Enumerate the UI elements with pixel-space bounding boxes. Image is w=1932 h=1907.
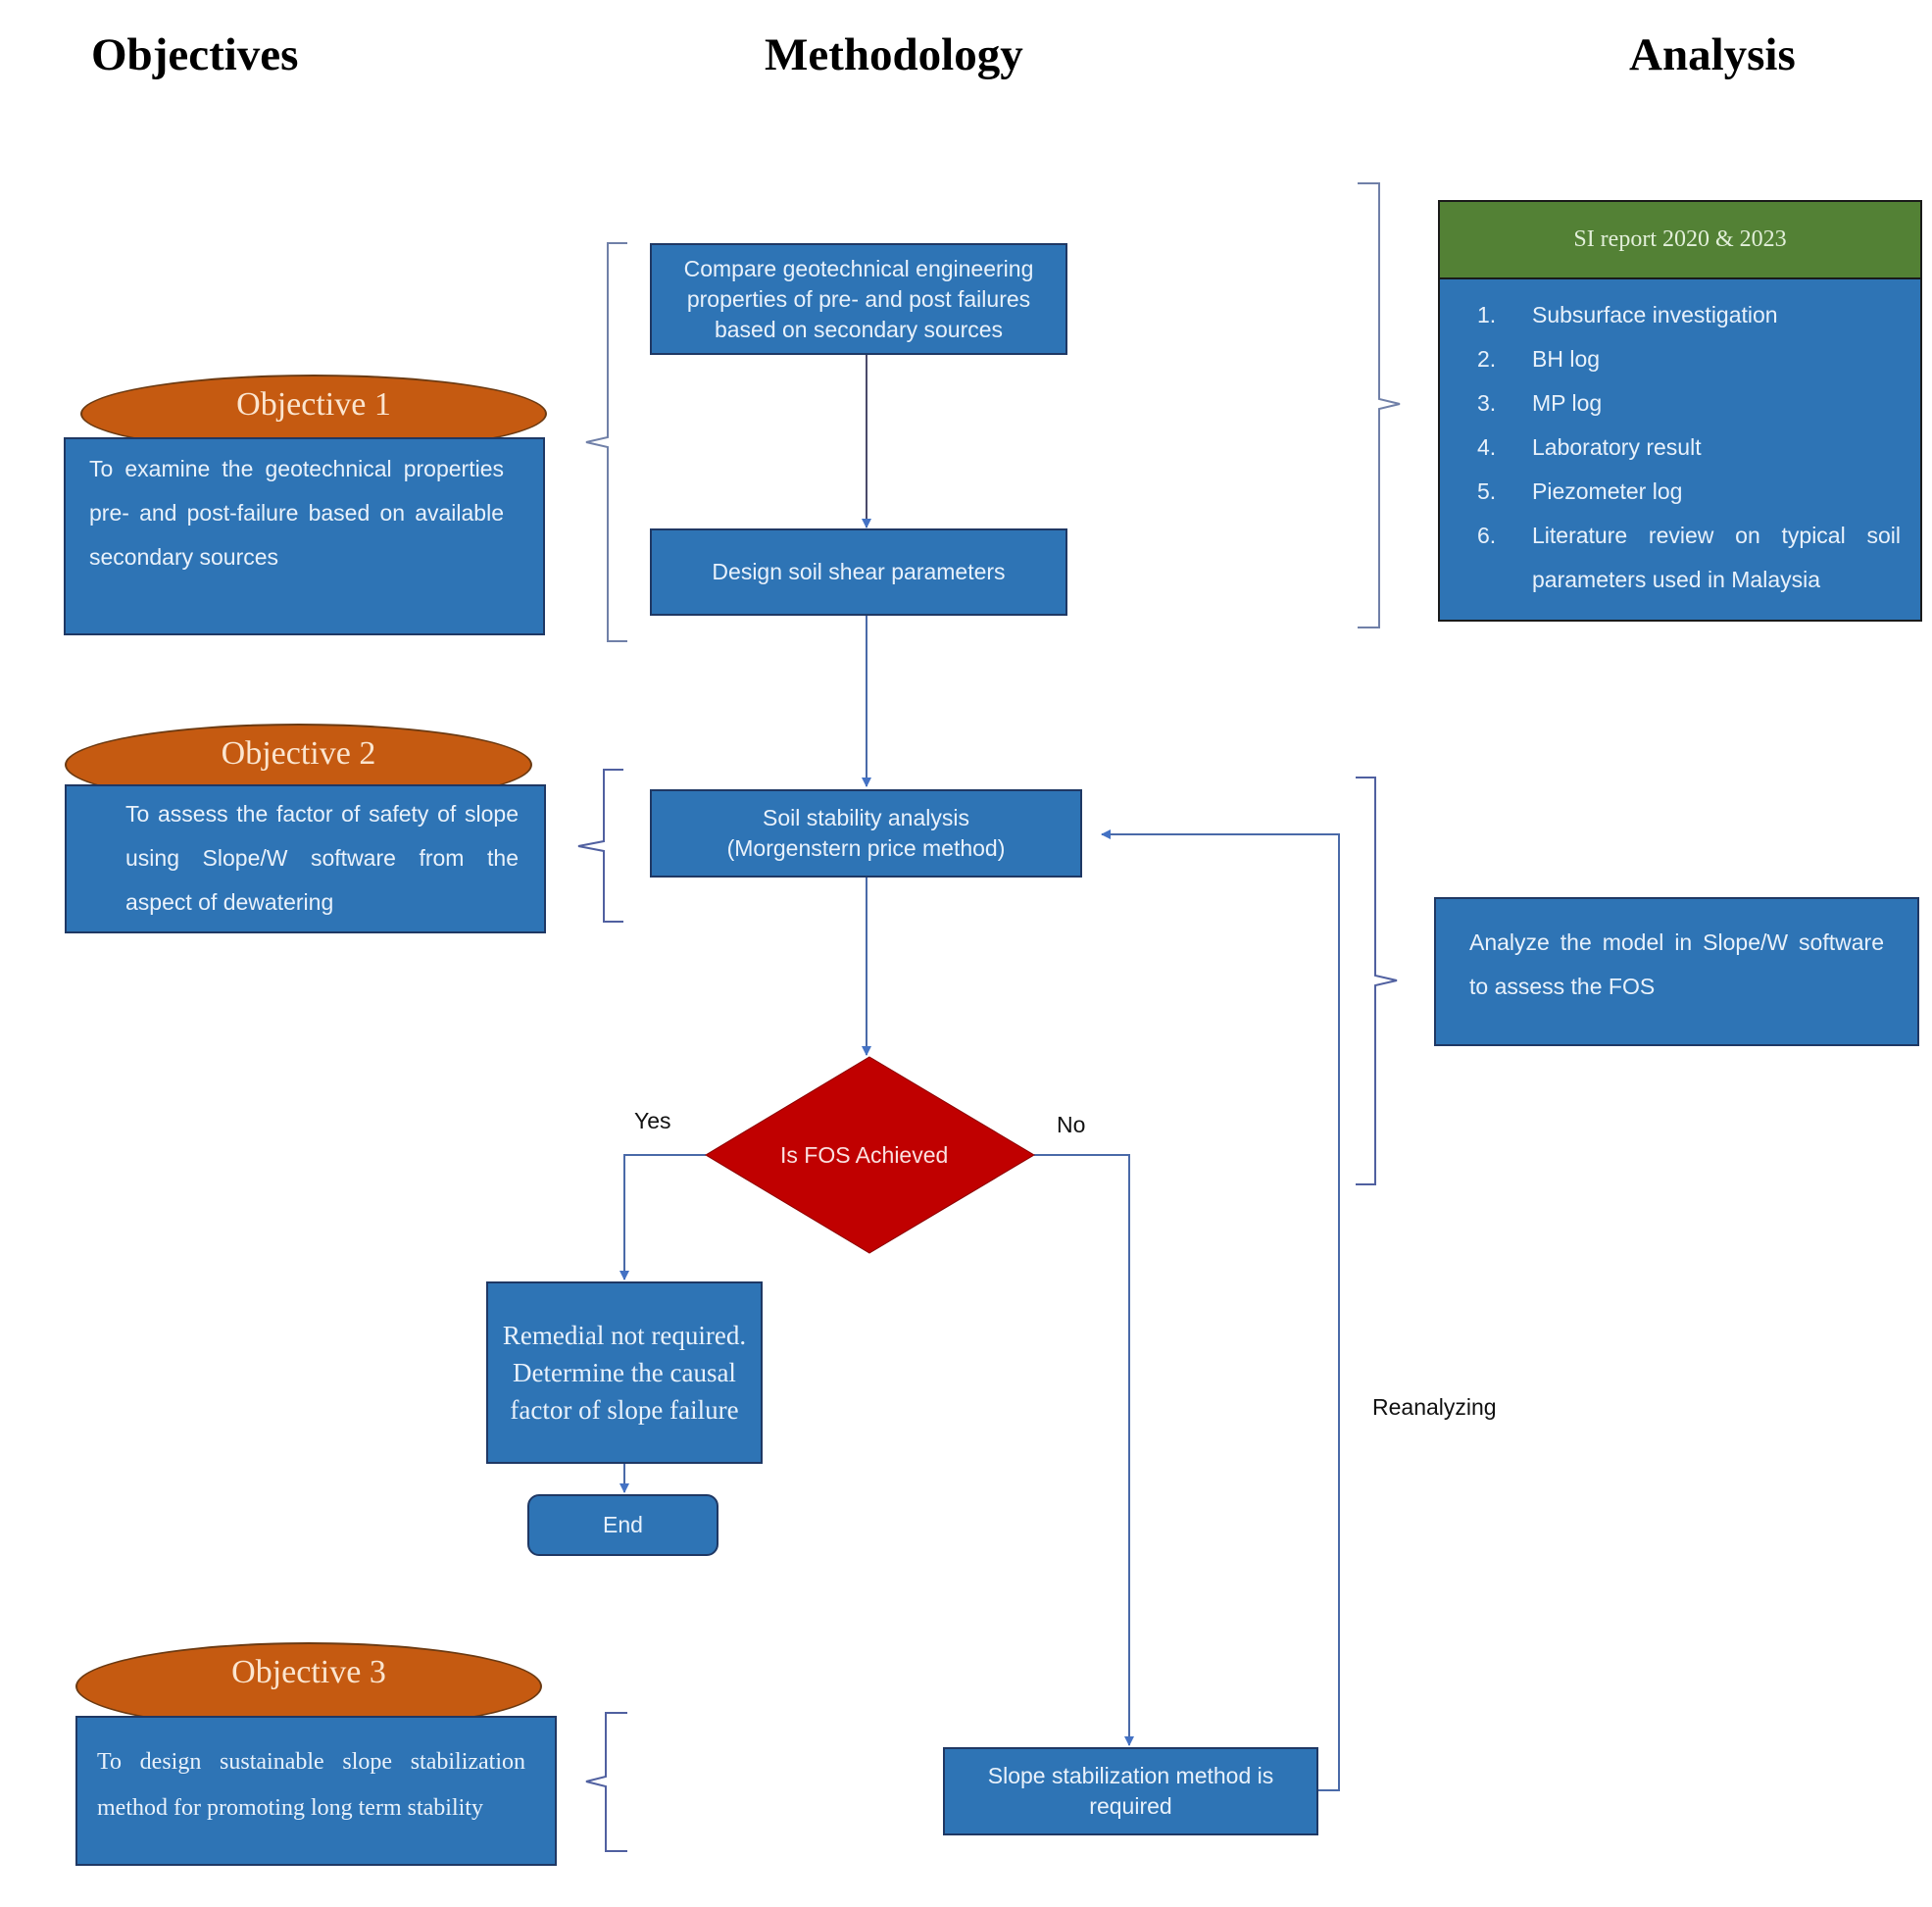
no-label: No <box>1057 1112 1086 1137</box>
si-report-item: 4.Laboratory result <box>1477 434 1702 460</box>
design-parameters-box: Design soil shear parameters <box>650 528 1067 616</box>
compare-properties-box: Compare geotechnical engineering propert… <box>650 243 1067 355</box>
end-terminal: End <box>527 1494 718 1556</box>
stability-analysis-box: Soil stability analysis (Morgenstern pri… <box>650 789 1082 878</box>
si-report-item: 2.BH log <box>1477 346 1601 372</box>
compare-properties-text: Compare geotechnical engineering propert… <box>683 255 1034 342</box>
objective-3-box: To design sustainable slope stabilizatio… <box>75 1716 557 1866</box>
stability-analysis-text: Soil stability analysis (Morgenstern pri… <box>727 803 1006 864</box>
si-report-list: 1.Subsurface investigation 2.BH log 3.MP… <box>1440 279 1920 602</box>
si-report-item: 5.Piezometer log <box>1477 478 1683 504</box>
remedial-box: Remedial not required. Determine the cau… <box>486 1281 763 1464</box>
stability-line-2: (Morgenstern price method) <box>726 835 1006 861</box>
decision-label: Is FOS Achieved <box>780 1142 949 1168</box>
design-parameters-text: Design soil shear parameters <box>712 559 1006 584</box>
stabilization-required-text: Slope stabilization method is required <box>987 1763 1274 1819</box>
si-report-panel: SI report 2020 & 2023 1.Subsurface inves… <box>1438 200 1922 622</box>
heading-analysis: Analysis <box>1629 29 1796 80</box>
objective-2-box: To assess the factor of safety of slope … <box>65 784 546 933</box>
bracket-analysis-1 <box>1358 182 1401 628</box>
slopew-analysis-box: Analyze the model in Slope/W software to… <box>1434 897 1919 1046</box>
arrow-reanalyzing-loop <box>1101 829 1340 1791</box>
heading-objectives: Objectives <box>91 29 299 80</box>
si-report-item: 1.Subsurface investigation <box>1477 302 1778 327</box>
reanalyzing-label: Reanalyzing <box>1372 1394 1497 1420</box>
bracket-analysis-2 <box>1356 777 1398 1185</box>
arrow-no-branch <box>1034 1154 1134 1746</box>
bracket-objective-2 <box>577 769 623 923</box>
decision-diamond <box>705 1056 1035 1254</box>
yes-label: Yes <box>634 1108 671 1133</box>
bracket-objective-3 <box>585 1712 627 1852</box>
end-text: End <box>603 1512 643 1537</box>
si-report-item: 6.Literature review on typical soil para… <box>1477 523 1901 592</box>
arrow-yes-branch <box>619 1154 706 1280</box>
stability-line-1: Soil stability analysis <box>763 805 969 830</box>
remedial-text: Remedial not required. Determine the cau… <box>502 1321 747 1425</box>
bracket-objective-1 <box>585 242 627 642</box>
objective-1-box: To examine the geotechnical properties p… <box>64 437 545 635</box>
si-report-title: SI report 2020 & 2023 <box>1440 202 1920 279</box>
heading-methodology: Methodology <box>765 29 1023 80</box>
si-report-item: 3.MP log <box>1477 390 1603 416</box>
stabilization-required-box: Slope stabilization method is required <box>943 1747 1318 1835</box>
